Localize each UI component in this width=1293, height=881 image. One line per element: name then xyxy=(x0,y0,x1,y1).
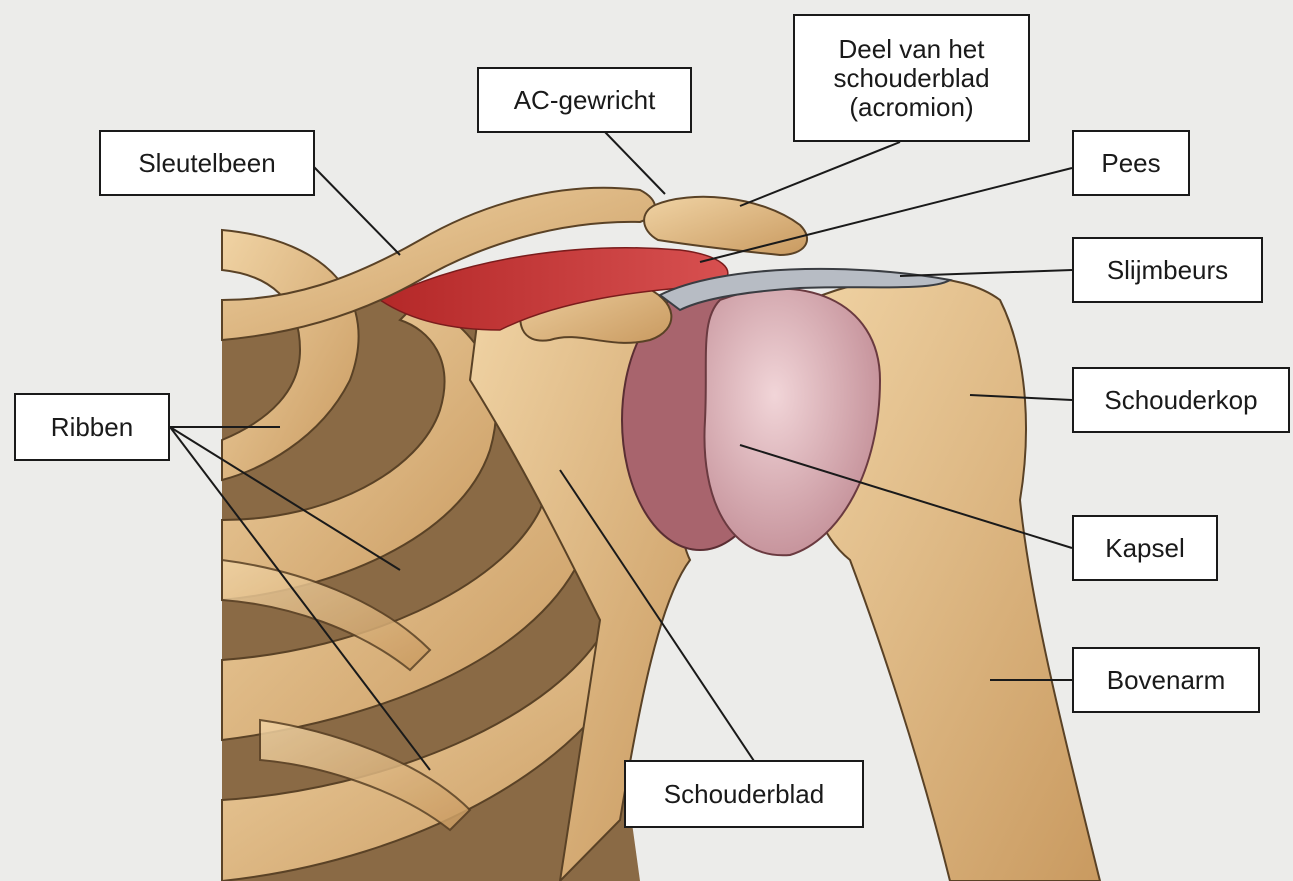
label-ac-gewricht: AC-gewricht xyxy=(477,67,692,133)
label-slijmbeurs: Slijmbeurs xyxy=(1072,237,1263,303)
label-pees: Pees xyxy=(1072,130,1190,196)
leader-line-sleutelbeen xyxy=(313,166,400,255)
label-kapsel: Kapsel xyxy=(1072,515,1218,581)
leader-line-ac-gewricht xyxy=(605,132,665,194)
label-ribben: Ribben xyxy=(14,393,170,461)
label-schouderkop: Schouderkop xyxy=(1072,367,1290,433)
leader-line-slijmbeurs xyxy=(900,270,1072,276)
leader-line-acromion xyxy=(740,142,900,206)
label-schouderblad: Schouderblad xyxy=(624,760,864,828)
label-sleutelbeen: Sleutelbeen xyxy=(99,130,315,196)
acromion-shape xyxy=(644,197,807,255)
label-bovenarm: Bovenarm xyxy=(1072,647,1260,713)
label-acromion: Deel van het schouderblad (acromion) xyxy=(793,14,1030,142)
